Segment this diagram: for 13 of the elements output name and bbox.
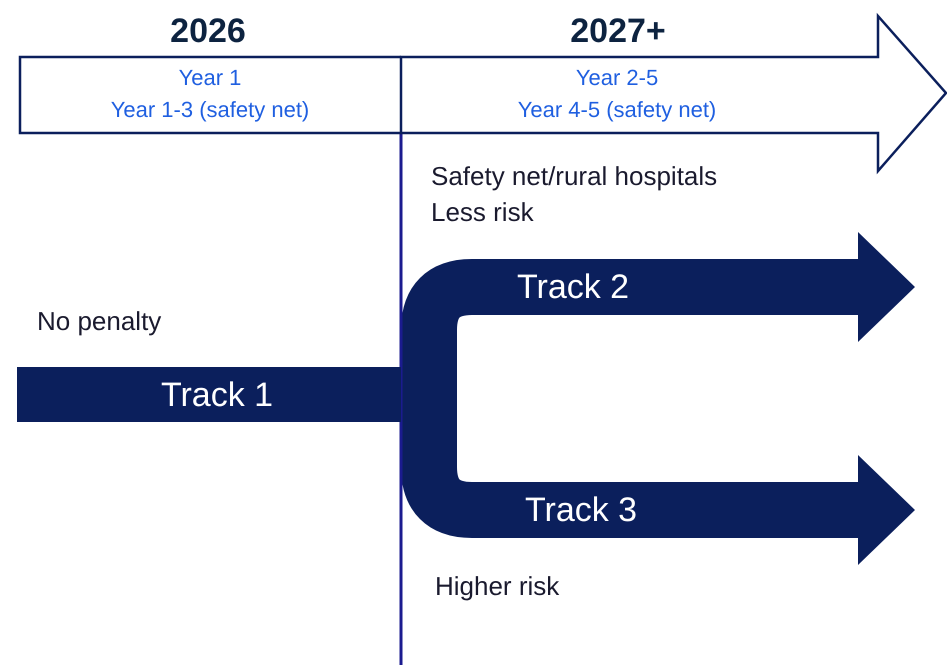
track-label: Track 3 [525, 491, 638, 530]
year-label: Year 2-5 [576, 65, 658, 90]
year-heading: 2027+ [570, 12, 666, 52]
track-label: Track 2 [517, 268, 630, 308]
year-heading: 2026 [170, 12, 246, 52]
track-label: Track 1 [160, 376, 274, 416]
year-label: Year 1 [178, 65, 242, 90]
track-note: Higher risk [435, 572, 560, 602]
year-label: Year 1-3 (safety net) [110, 97, 310, 122]
track-note: Less risk [431, 198, 534, 228]
year-label: Year 4-5 (safety net) [518, 97, 716, 122]
track-note: No penalty [37, 307, 162, 337]
track-note: Safety net/rural hospitals [431, 162, 718, 192]
